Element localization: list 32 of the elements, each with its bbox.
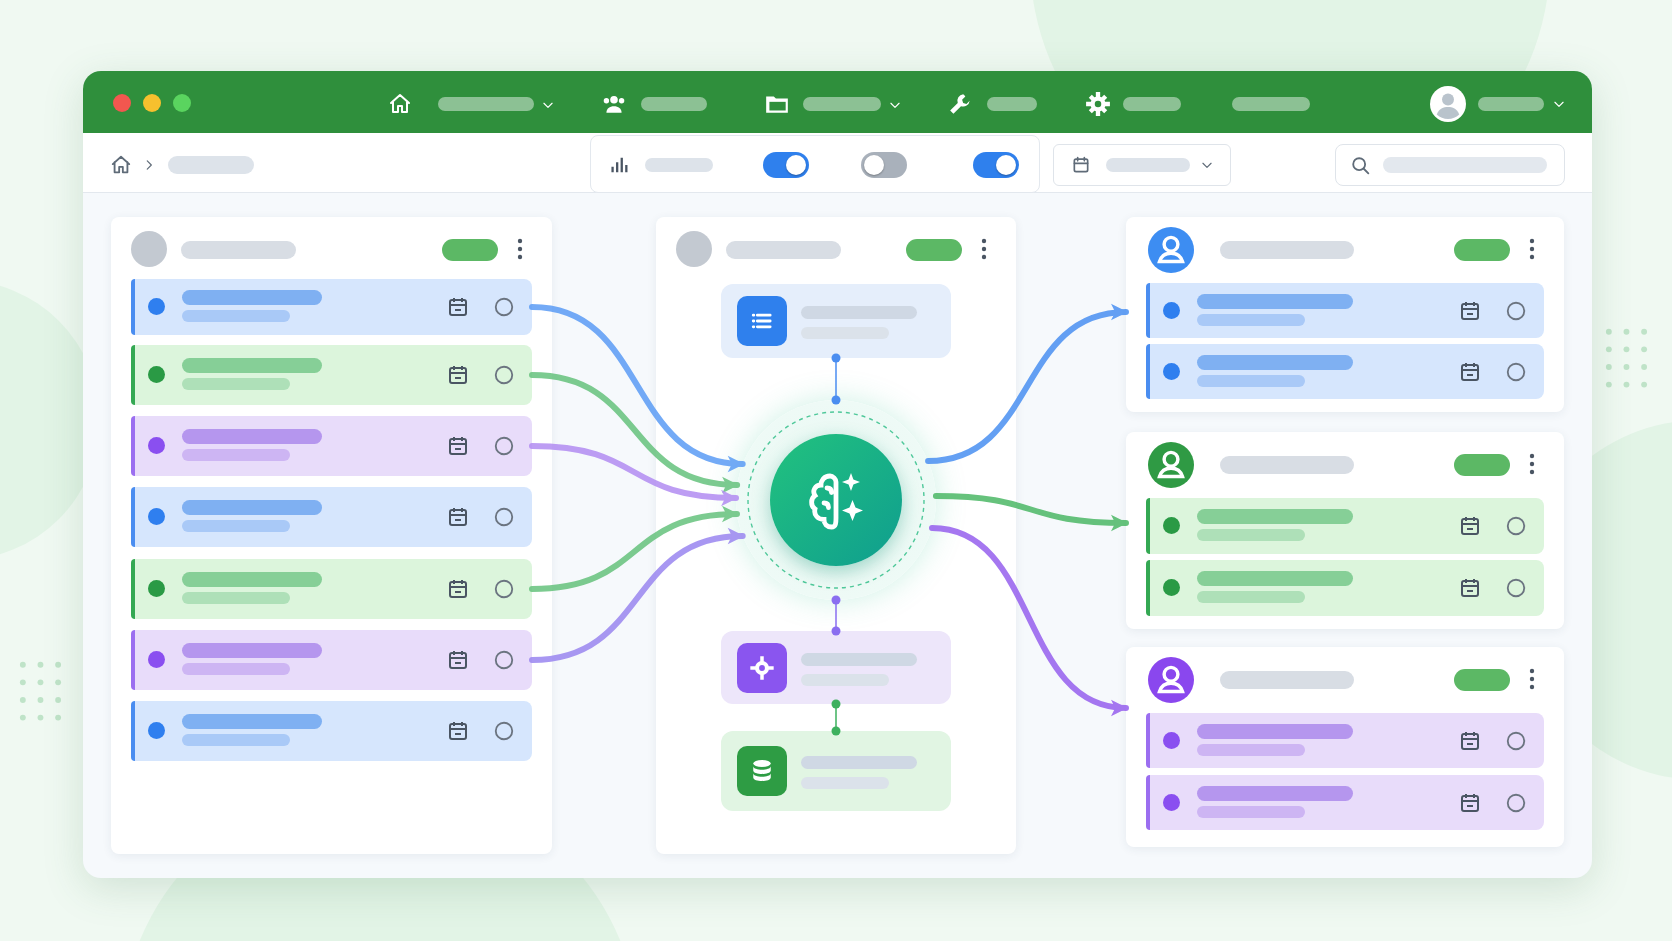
card-panel — [656, 217, 1016, 854]
task-row — [131, 701, 532, 761]
task-row — [1146, 560, 1544, 616]
task-row — [1146, 498, 1544, 554]
flow-arrow — [529, 529, 746, 663]
tool-card — [721, 631, 951, 704]
tool-card — [721, 284, 951, 358]
flow-arrow — [929, 525, 1129, 715]
connector-line — [831, 595, 841, 636]
flow-arrow — [529, 506, 740, 592]
card-panel — [111, 217, 552, 854]
card-panel — [1126, 217, 1564, 412]
task-row — [131, 416, 532, 476]
task-row — [131, 487, 532, 547]
flow-arrow — [529, 443, 739, 506]
tool-card — [721, 731, 951, 811]
task-row — [131, 279, 532, 335]
task-row — [1146, 713, 1544, 768]
flow-arrow — [529, 372, 741, 493]
task-row — [131, 345, 532, 405]
connector-line — [831, 353, 841, 405]
flow-arrow — [529, 304, 746, 471]
task-row — [1146, 283, 1544, 338]
connector-line — [831, 699, 841, 736]
task-row — [131, 630, 532, 690]
card-panel — [1126, 432, 1564, 629]
task-row — [1146, 775, 1544, 830]
task-row — [131, 559, 532, 619]
task-row — [1146, 344, 1544, 399]
flow-arrow — [932, 493, 1129, 531]
flow-arrow — [925, 305, 1129, 464]
card-panel — [1126, 647, 1564, 847]
